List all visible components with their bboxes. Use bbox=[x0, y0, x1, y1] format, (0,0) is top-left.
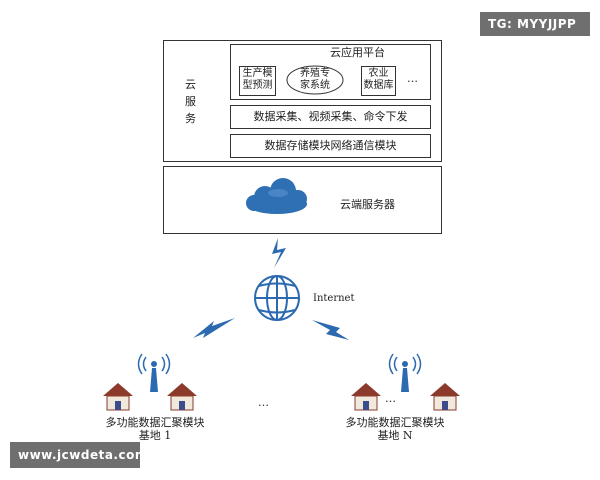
production-model-box bbox=[239, 66, 276, 96]
data-collection-box bbox=[230, 105, 431, 129]
lightning-icon-left bbox=[193, 318, 235, 338]
base-left-ellipsis: … bbox=[258, 396, 269, 409]
agri-database-box bbox=[361, 66, 396, 96]
watermark-top: TG: MYYJJPP bbox=[480, 12, 590, 36]
expert-system-line2: 家系统 bbox=[300, 80, 330, 91]
watermark-bottom: www.jcwdeta.com bbox=[10, 442, 147, 468]
antenna-tower-icon-left bbox=[137, 353, 171, 392]
data-collection-text: 数据采集、视频采集、命令下发 bbox=[253, 110, 408, 123]
house-icon-1 bbox=[103, 383, 133, 411]
base-left-module: 多功能数据汇聚模块 bbox=[105, 416, 205, 429]
bases-ellipsis: … bbox=[385, 392, 396, 405]
production-model-line2: 型预测 bbox=[242, 80, 273, 91]
base-right-module: 多功能数据汇聚模块 bbox=[345, 416, 445, 429]
house-icon-4 bbox=[430, 383, 460, 411]
agri-database-line1: 农业 bbox=[368, 68, 389, 79]
base-right-name: 基地 N bbox=[377, 429, 413, 442]
expert-system-line1: 养殖专 bbox=[300, 68, 330, 79]
cloud-service-label-1: 云 bbox=[185, 78, 196, 91]
storage-text: 数据存储模块网络通信模块 bbox=[264, 139, 397, 152]
house-icon-3 bbox=[351, 383, 381, 411]
base-left-name: 基地 1 bbox=[138, 429, 172, 442]
lightning-icon-right bbox=[312, 320, 349, 340]
house-icon-2 bbox=[167, 383, 197, 411]
antenna-tower-icon-right bbox=[388, 353, 422, 392]
globe-icon bbox=[254, 275, 300, 321]
cloud-service-label-3: 务 bbox=[185, 112, 196, 125]
storage-box bbox=[230, 134, 431, 158]
agri-database-line2: 数据库 bbox=[363, 80, 394, 91]
platform-ellipsis: … bbox=[407, 72, 418, 85]
expert-system-ellipse bbox=[286, 65, 344, 95]
production-model-line1: 生产模 bbox=[242, 68, 273, 79]
cloud-app-platform-title: 云应用平台 bbox=[330, 46, 385, 59]
internet-label: Internet bbox=[313, 293, 355, 304]
lightning-icon bbox=[272, 238, 286, 268]
cloud-server-label: 云端服务器 bbox=[340, 198, 395, 211]
cloud-service-label-2: 服 bbox=[185, 95, 196, 108]
